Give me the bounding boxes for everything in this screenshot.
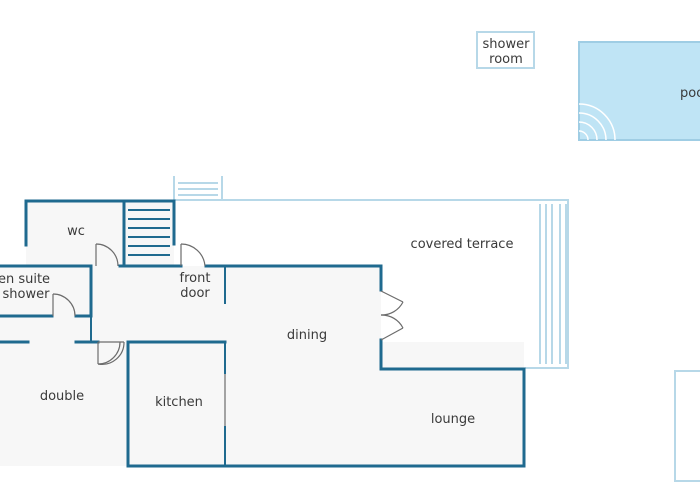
door-double	[97, 341, 121, 365]
label-shower-room-2: room	[489, 52, 523, 67]
pool-step-arc-4	[578, 130, 589, 141]
label-covered-terrace: covered terrace	[411, 237, 514, 252]
room-labels: shower room poo wc covered terrace en su…	[0, 37, 700, 427]
pool-step-arc-2	[578, 112, 607, 141]
outdoor-steps	[173, 176, 223, 200]
floor-wc	[26, 201, 124, 266]
wall-front-bottom	[126, 338, 526, 468]
covered-terrace	[174, 199, 569, 369]
label-front-door-2: door	[180, 286, 210, 301]
label-wc: wc	[67, 224, 85, 239]
door-en-suite	[52, 293, 76, 317]
floor-en-suite	[0, 266, 91, 316]
adjacent-building	[674, 370, 700, 482]
wall-front-top	[204, 264, 383, 292]
door-front	[180, 243, 206, 267]
door-hall-double	[97, 341, 125, 365]
doors	[52, 243, 404, 426]
pool-step-arc-3	[578, 121, 598, 141]
floor-areas	[0, 201, 524, 466]
interior-stairs	[128, 209, 170, 256]
label-double: double	[40, 389, 84, 404]
floor-hall	[91, 266, 381, 342]
door-wc	[95, 243, 119, 267]
floor-main	[128, 342, 524, 466]
label-dining: dining	[287, 328, 327, 343]
wall-wc-outer	[24, 199, 176, 247]
pool	[578, 41, 700, 141]
label-front-door-1: front	[180, 271, 211, 286]
label-lounge: lounge	[431, 412, 475, 427]
label-shower-room-1: shower	[483, 37, 531, 52]
walls	[0, 199, 526, 468]
door-terrace-upper	[380, 290, 404, 316]
pool-basin	[578, 41, 700, 141]
terrace-outline	[174, 199, 569, 369]
shower-room-box	[476, 31, 535, 69]
label-pool: poo	[680, 86, 700, 101]
label-en-suite-1: en suite	[0, 272, 50, 287]
partitions	[90, 266, 226, 466]
label-en-suite-2: shower	[3, 287, 51, 302]
label-kitchen: kitchen	[155, 395, 203, 410]
door-terrace-lower	[380, 314, 404, 341]
pool-step-arc-1	[578, 103, 616, 141]
